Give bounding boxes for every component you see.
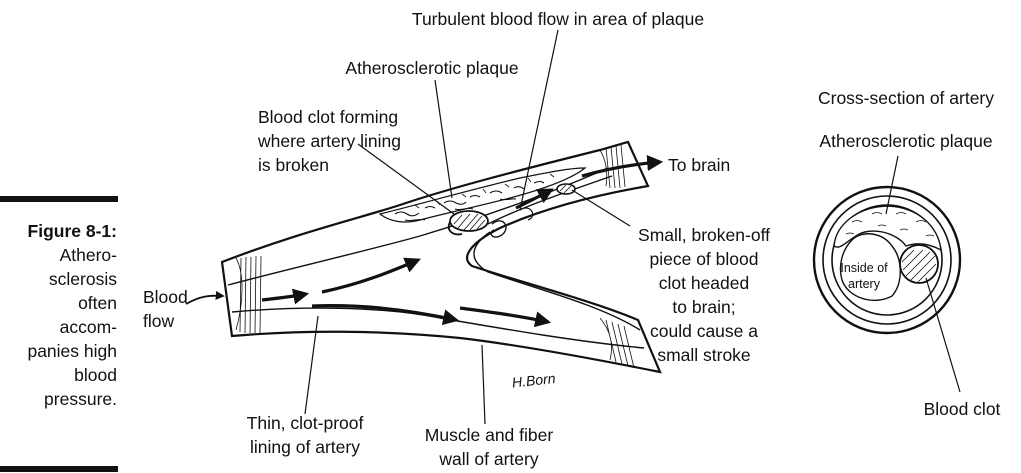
caption-line: accom- — [60, 317, 118, 337]
cross-section-clot-label: Blood clot — [924, 399, 1001, 419]
label-thin-lining-1: Thin, clot-proof — [247, 413, 364, 433]
figure-number: Figure 8-1: — [28, 221, 117, 241]
label-broken-piece-4: to brain; — [672, 297, 735, 317]
caption-line: panies high — [27, 341, 117, 361]
cross-section-title: Cross-section of artery — [818, 88, 994, 108]
blood-flow-inlet-arrow — [186, 296, 223, 304]
caption-line: Athero- — [60, 245, 118, 265]
caption-bottom-rule — [0, 466, 118, 472]
caption-line: often — [78, 293, 117, 313]
label-broken-piece-6: small stroke — [657, 345, 750, 365]
label-muscle-wall-2: wall of artery — [438, 449, 538, 469]
artery-illustration — [186, 142, 660, 372]
artery-outer-upper-wall — [222, 142, 660, 372]
caption-line: sclerosis — [49, 269, 117, 289]
cross-section-inside-label-2: artery — [848, 277, 881, 291]
label-plaque: Atherosclerotic plaque — [345, 58, 518, 78]
label-blood-flow-1: Blood — [143, 287, 188, 307]
label-to-brain: To brain — [668, 155, 730, 175]
label-clot-forming-3: is broken — [258, 155, 329, 175]
cross-section: Cross-section of artery Atherosclerotic … — [814, 88, 1001, 419]
caption-line: pressure. — [44, 389, 117, 409]
cross-section-clot — [900, 245, 938, 283]
label-blood-flow-2: flow — [143, 311, 174, 331]
label-broken-piece-3: clot headed — [659, 273, 750, 293]
label-clot-forming-2: where artery lining — [257, 131, 401, 151]
label-turbulent-flow: Turbulent blood flow in area of plaque — [412, 9, 704, 29]
artist-signature: H.Born — [511, 370, 556, 390]
caption-top-rule — [0, 196, 118, 202]
cross-section-inside-label-1: Inside of — [840, 261, 888, 275]
label-clot-forming-1: Blood clot forming — [258, 107, 398, 127]
figure-caption: Figure 8-1: Athero- sclerosis often acco… — [0, 196, 118, 472]
label-broken-piece-5: could cause a — [650, 321, 758, 341]
label-thin-lining-2: lining of artery — [250, 437, 360, 457]
label-broken-piece-1: Small, broken-off — [638, 225, 770, 245]
leader-muscle-wall — [482, 345, 485, 424]
leader-plaque — [435, 80, 452, 198]
label-muscle-wall-1: Muscle and fiber — [425, 425, 554, 445]
caption-line: blood — [74, 365, 117, 385]
cross-section-plaque-label: Atherosclerotic plaque — [819, 131, 992, 151]
label-broken-piece-2: piece of blood — [650, 249, 759, 269]
blood-clot — [450, 211, 488, 231]
